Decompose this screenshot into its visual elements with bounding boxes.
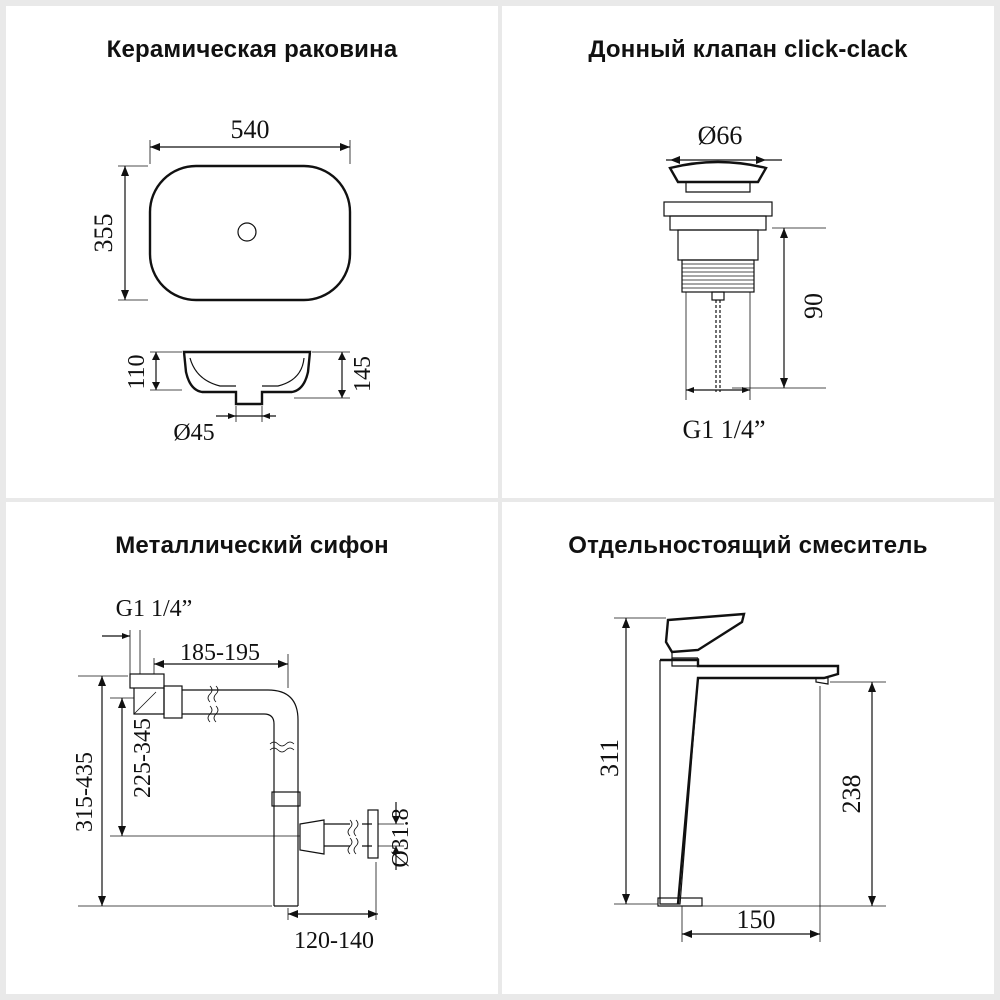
siphon-drawing: G1 1/4” 185-195 315-435 225-345 [72, 596, 414, 954]
mixer-handle [664, 612, 746, 654]
mixer-body [659, 658, 699, 905]
sink-drain-hole [237, 222, 257, 242]
mixer-spout-height-label: 238 [837, 775, 866, 814]
sink-inner-height-label: 110 [124, 354, 150, 389]
panel-ceramic-sink: Керамическая раковина 540 355 [6, 6, 498, 498]
panel-freestanding-mixer: Отдельностоящий смеситель 311 238 [502, 502, 994, 994]
siphon-outlet-label: Ø31.8 [388, 808, 414, 867]
valve-flange [663, 201, 773, 217]
sink-depth-label: 355 [89, 214, 118, 253]
panel-click-clack-valve: Донный клапан click-clack [502, 6, 994, 498]
valve-drawing: Ø66 90 G1 1/4” [663, 121, 828, 444]
siphon-depth-label: 120-140 [294, 928, 374, 954]
sink-outer-height-label: 145 [350, 356, 376, 392]
panel-title-click-clack-valve: Донный клапан click-clack [588, 36, 908, 63]
siphon-vertical-tube [273, 752, 299, 907]
sink-drawing: 540 355 110 145 [89, 115, 376, 446]
panel-metal-siphon: Металлический сифон G1 1/4” [6, 502, 498, 994]
valve-stem [715, 300, 721, 392]
siphon-inlet-nut [129, 673, 165, 689]
valve-cap [668, 160, 768, 184]
valve-height-label: 90 [799, 293, 828, 319]
panel-title-freestanding-mixer: Отдельностоящий смеситель [568, 532, 928, 559]
sink-side-outline [182, 350, 312, 406]
valve-thread-label: G1 1/4” [682, 415, 765, 444]
sink-width-label: 540 [231, 115, 270, 144]
mixer-spout [815, 677, 829, 685]
sink-drain-label: Ø45 [173, 420, 214, 446]
siphon-thread-label: G1 1/4” [116, 596, 193, 622]
valve-thread [681, 259, 755, 293]
siphon-outlet [299, 819, 325, 855]
mixer-reach-label: 150 [737, 905, 776, 934]
mixer-height-label: 311 [595, 739, 624, 777]
panel-title-metal-siphon: Металлический сифон [115, 532, 389, 559]
mixer-drawing: 311 238 150 [595, 612, 886, 942]
mixer-base [657, 897, 703, 907]
siphon-total-height-label: 315-435 [72, 752, 98, 832]
panel-title-ceramic-sink: Керамическая раковина [106, 36, 398, 63]
siphon-elbow [133, 688, 165, 715]
sink-top-outline [148, 164, 352, 302]
siphon-horizontal-label: 185-195 [180, 640, 260, 666]
valve-diameter-label: Ø66 [698, 121, 743, 150]
siphon-inlet-height-label: 225-345 [130, 718, 156, 798]
siphon-horizontal-pipe [182, 689, 299, 752]
